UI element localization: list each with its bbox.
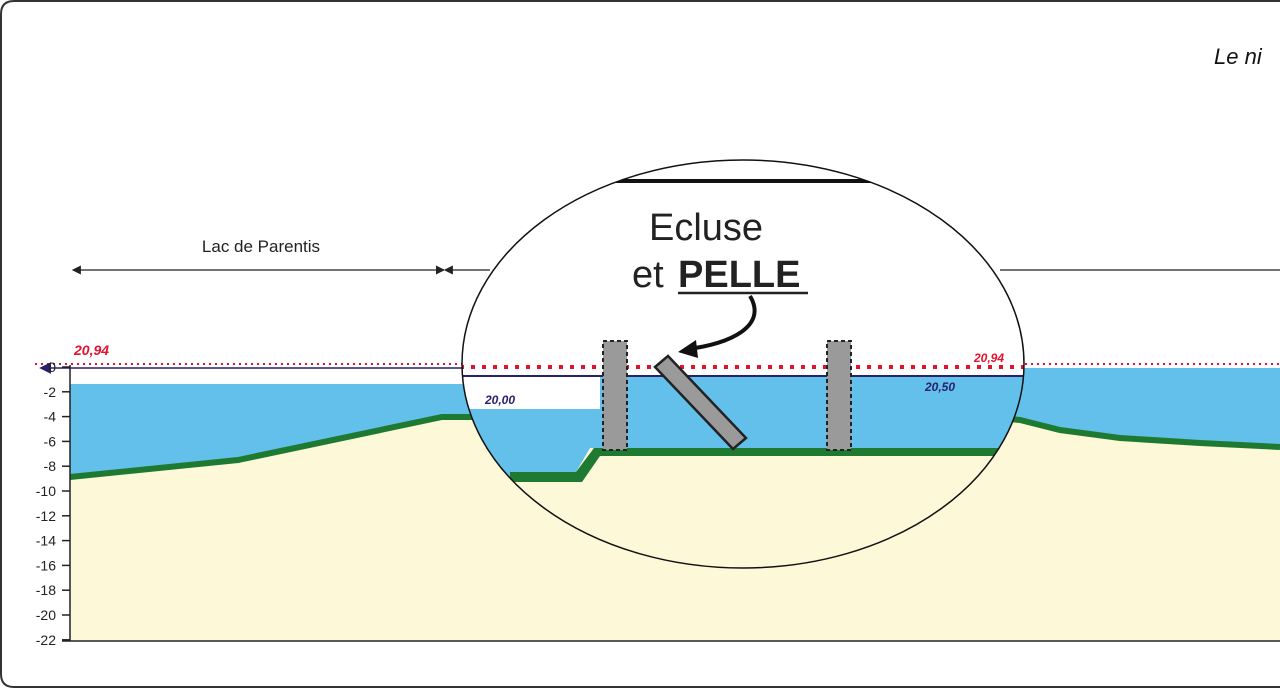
depth-axis-tick-label: -10 — [36, 483, 56, 499]
depth-axis-tick-label: -18 — [36, 582, 56, 598]
lake-bank-line — [69, 414, 475, 480]
shovel-gate — [653, 354, 748, 451]
depth-axis-tick-label: -14 — [36, 533, 56, 549]
depth-axis-tick-label: -22 — [36, 632, 56, 648]
page-title: Le ni — [1214, 44, 1263, 69]
callout-pelle: PELLE — [678, 254, 800, 296]
lock-channel-bottom — [510, 448, 1024, 482]
callout-prefix: et — [632, 254, 664, 296]
pelle-pointer-arrow — [687, 294, 757, 351]
reference-level-label-right: 20,94 — [973, 351, 1004, 365]
reference-level-label-left: 20,94 — [73, 342, 109, 358]
depth-axis-tick-label: -6 — [44, 433, 57, 449]
depth-axis-tick-label: -4 — [44, 409, 57, 425]
depth-axis-tick-label: -2 — [44, 384, 57, 400]
lock-callout-circle: Ecluse et PELLE 20,94 20,00 20,50 — [461, 159, 1025, 569]
pelle-pointer-arrowhead — [678, 340, 698, 358]
depth-axis-tick-label: -20 — [36, 607, 56, 623]
depth-axis-tick-label: 0 — [48, 359, 56, 375]
callout-ecluse: Ecluse — [649, 207, 763, 249]
lock-gate-left — [602, 340, 628, 451]
depth-axis-tick-label: -12 — [36, 508, 56, 524]
right-water — [1000, 368, 1280, 447]
lake-label: Lac de Parentis — [202, 237, 320, 256]
depth-axis-tick-label: -8 — [44, 458, 57, 474]
right-bank-line — [999, 415, 1280, 450]
right-water-level-label: 20,50 — [924, 380, 955, 394]
lake-water — [70, 384, 475, 478]
depth-axis-tick-label: -16 — [36, 557, 56, 573]
depth-axis: 0 -2 -4 -6 -8 -10 -12 -14 -16 -18 -20 -22 — [36, 359, 1280, 648]
lock-gate-right — [826, 340, 852, 451]
left-water-level-label: 20,00 — [484, 393, 515, 407]
